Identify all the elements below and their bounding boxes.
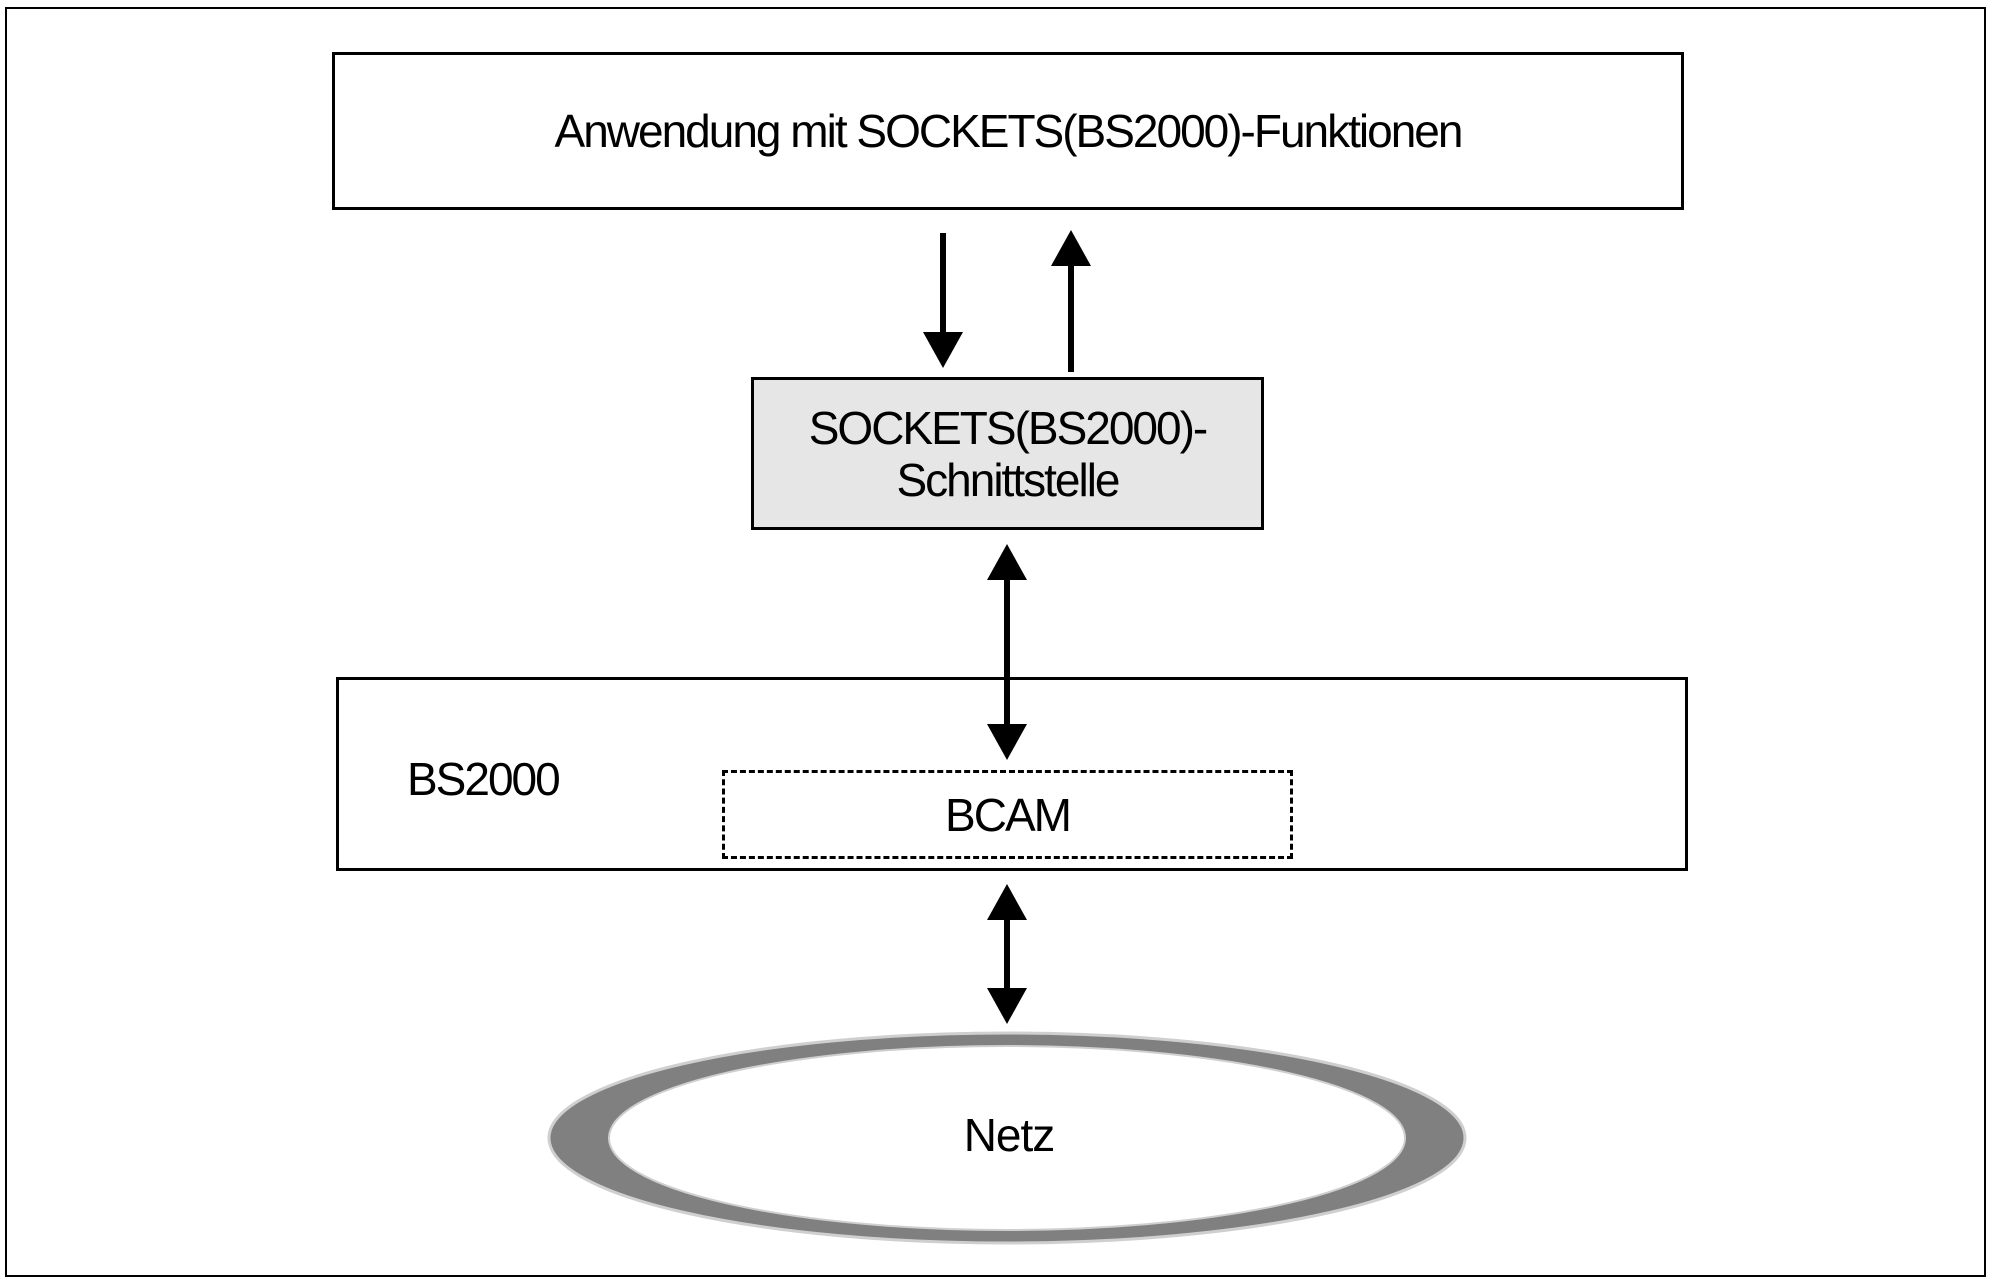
bidirectional-arrow-icon	[987, 884, 1027, 1024]
bcam-box: BCAM	[722, 770, 1293, 859]
network-ring	[547, 1031, 1467, 1245]
bs2000-label: BS2000	[407, 753, 561, 805]
bidirectional-arrow-icon	[987, 544, 1027, 760]
diagram-frame	[5, 7, 1986, 1277]
socket-interface-box: SOCKETS(BS2000)- Schnittstelle	[751, 377, 1264, 530]
socket-interface-label-line2: Schnittstelle	[896, 453, 1120, 506]
application-box: Anwendung mit SOCKETS(BS2000)-Funktionen	[332, 52, 1684, 210]
socket-interface-label-line1: SOCKETS(BS2000)-	[808, 401, 1208, 454]
bs2000-box: BS2000	[336, 677, 1688, 871]
application-label: Anwendung mit SOCKETS(BS2000)-Funktionen	[554, 105, 1464, 157]
bcam-label: BCAM	[945, 788, 1072, 841]
down-arrow-icon	[923, 233, 963, 368]
network-label: Netz	[963, 1109, 1056, 1161]
up-arrow-icon	[1051, 230, 1091, 372]
